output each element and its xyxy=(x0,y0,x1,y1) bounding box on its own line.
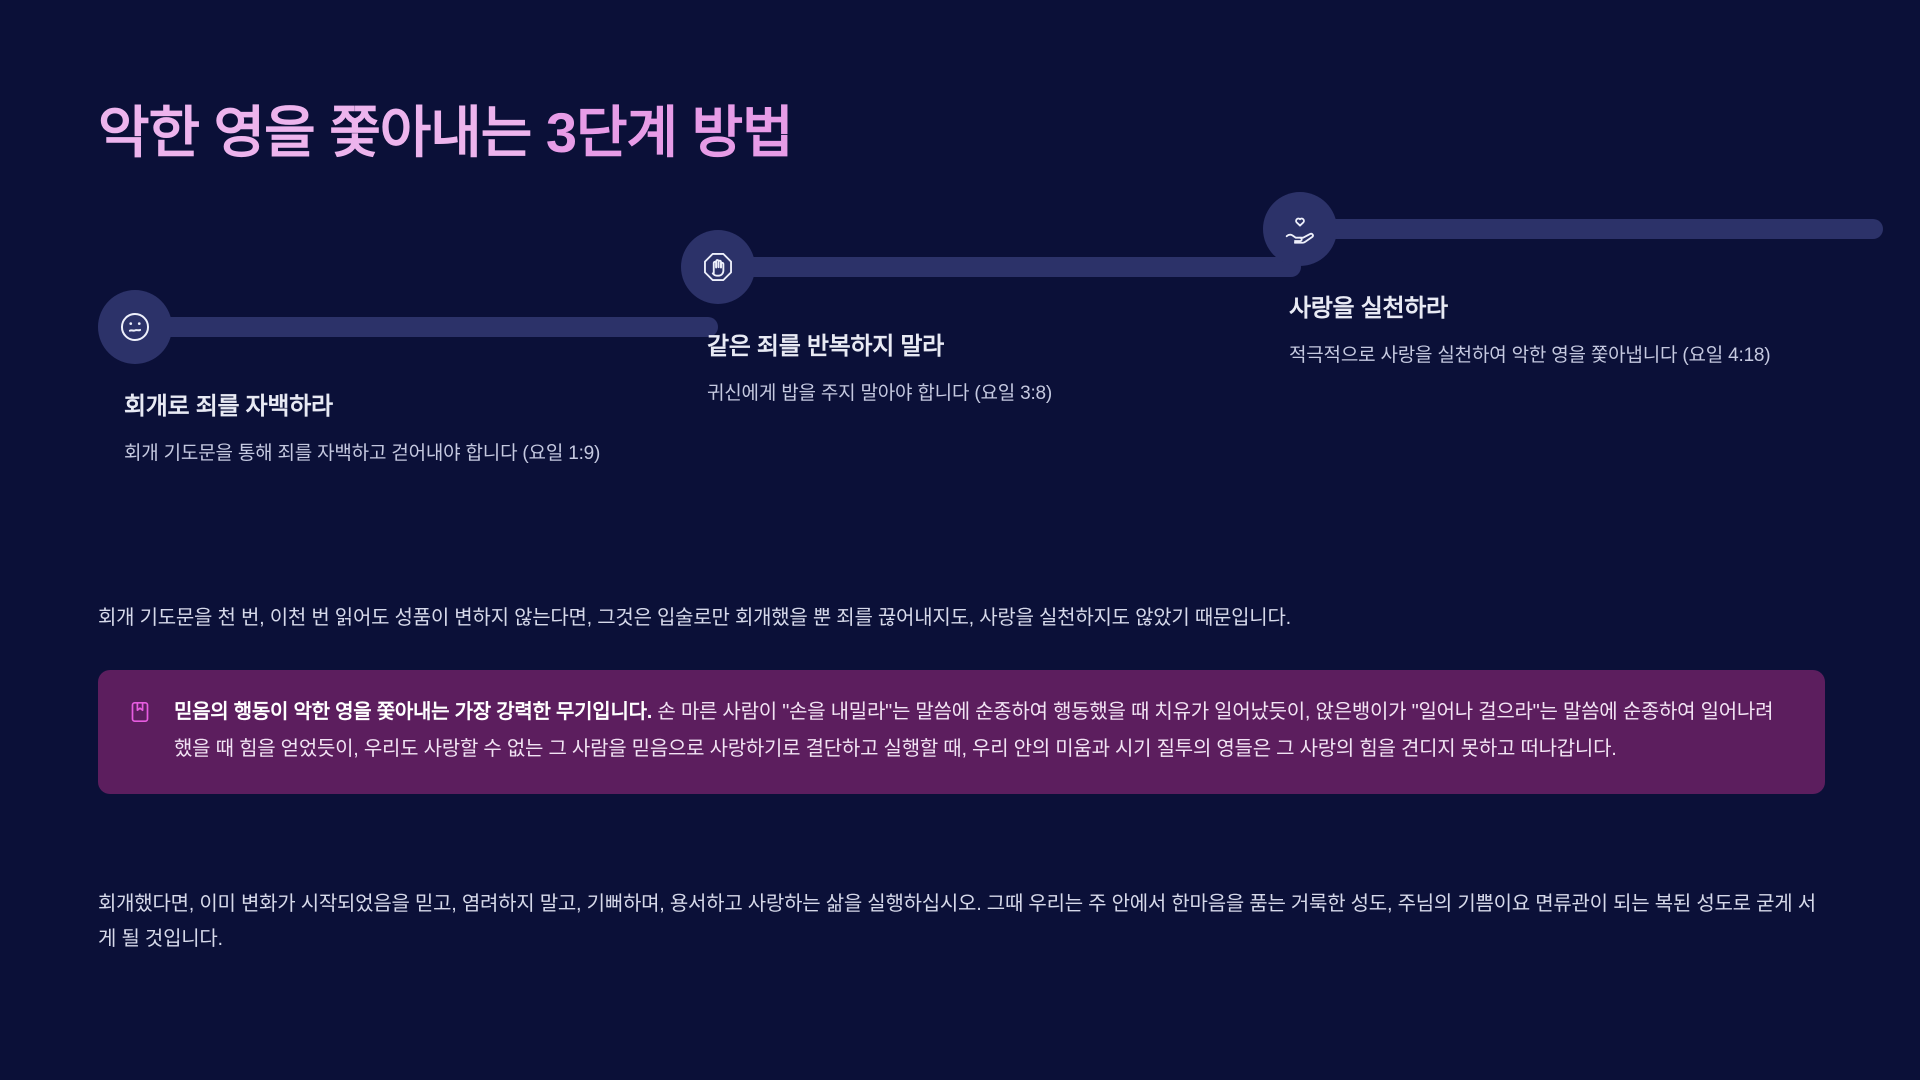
step-card-1: 회개로 죄를 자백하라 회개 기도문을 통해 죄를 자백하고 걷어내야 합니다 … xyxy=(98,290,718,470)
step-3-description: 적극적으로 사랑을 실천하여 악한 영을 쫓아냅니다 (요일 4:18) xyxy=(1289,345,1771,366)
callout-rest: 손 마른 사람이 "손을 내밀라"는 말씀에 순종하여 행동했을 때 치유가 일… xyxy=(174,701,1774,760)
steps-container: 회개로 죄를 자백하라 회개 기도문을 통해 죄를 자백하고 걷어내야 합니다 … xyxy=(0,192,1920,560)
callout-text: 믿음의 행동이 악한 영을 쫓아내는 가장 강력한 무기입니다. 손 마른 사람… xyxy=(174,694,1795,768)
step-2-title: 같은 죄를 반복하지 말라 xyxy=(707,333,944,360)
stop-hand-icon xyxy=(681,230,755,304)
note-bookmark-icon xyxy=(128,694,152,768)
step-1-progress-bar xyxy=(158,317,718,337)
page-title-accent: 3단계 방법 xyxy=(545,101,794,164)
step-1-header xyxy=(98,290,718,364)
step-2-header xyxy=(681,230,1301,304)
callout-lead: 믿음의 행동이 악한 영을 쫓아내는 가장 강력한 무기입니다. xyxy=(174,701,653,723)
step-1-description: 회개 기도문을 통해 죄를 자백하고 걷어내야 합니다 (요일 1:9) xyxy=(124,443,601,464)
step-card-3: 사랑을 실천하라 적극적으로 사랑을 실천하여 악한 영을 쫓아냅니다 (요일 … xyxy=(1263,192,1883,372)
body-paragraph-2: 회개했다면, 이미 변화가 시작되었음을 믿고, 염려하지 말고, 기뻐하며, … xyxy=(98,893,1816,950)
step-3-progress-bar xyxy=(1323,219,1883,239)
callout-box: 믿음의 행동이 악한 영을 쫓아내는 가장 강력한 무기입니다. 손 마른 사람… xyxy=(98,670,1825,794)
step-3-header xyxy=(1263,192,1883,266)
step-2-progress-bar xyxy=(741,257,1301,277)
step-card-2: 같은 죄를 반복하지 말라 귀신에게 밥을 주지 말아야 합니다 (요일 3:8… xyxy=(681,230,1301,410)
step-1-title: 회개로 죄를 자백하라 xyxy=(124,393,333,420)
body-paragraph-1: 회개 기도문을 천 번, 이천 번 읽어도 성품이 변하지 않는다면, 그것은 … xyxy=(98,607,1291,629)
confused-face-icon xyxy=(98,290,172,364)
page-title: 악한 영을 쫓아내는 3단계 방법 xyxy=(98,88,794,169)
hand-holding-heart-icon xyxy=(1263,192,1337,266)
page-title-prefix: 악한 영을 쫓아내는 xyxy=(98,101,546,164)
step-3-title: 사랑을 실천하라 xyxy=(1289,295,1448,322)
step-2-description: 귀신에게 밥을 주지 말아야 합니다 (요일 3:8) xyxy=(707,383,1053,404)
